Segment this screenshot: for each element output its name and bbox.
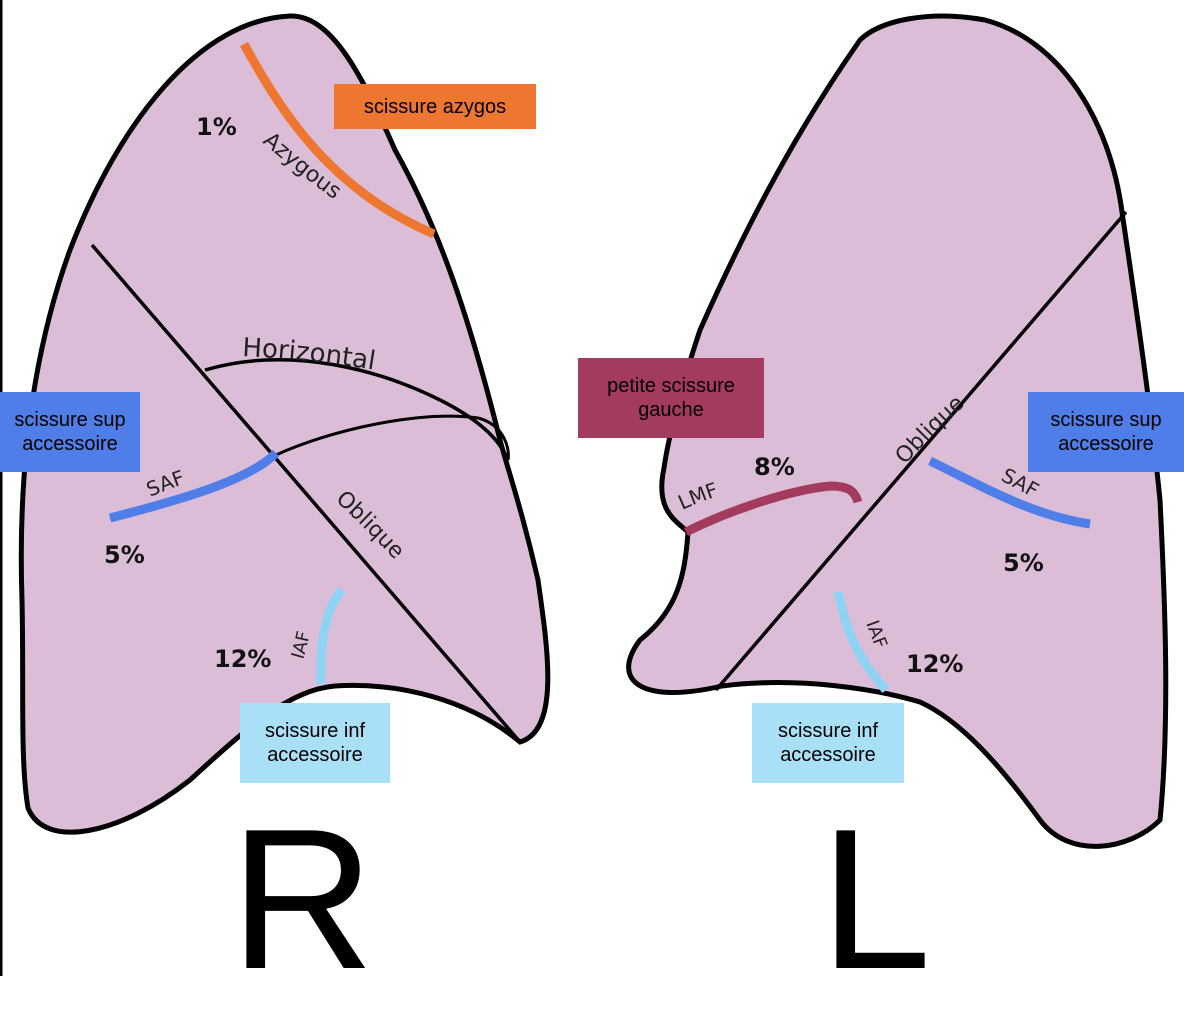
left-minor-fissure xyxy=(683,481,863,537)
right-iaf-percent: 12% xyxy=(214,645,271,673)
right-horizontal-fissure xyxy=(204,358,510,461)
right-horizontal-lower-curve xyxy=(275,414,510,461)
right-azygos-percent: 1% xyxy=(196,113,237,141)
right-inf-accessoire-callout: scissure inf accessoire xyxy=(240,703,390,783)
azygos-callout: scissure azygos xyxy=(334,84,536,129)
azygos-callout-text: scissure azygos xyxy=(363,95,507,118)
right-sup-accessoire-callout: scissure sup accessoire xyxy=(0,392,140,472)
diagram-canvas: Azygous Horizontal Oblique SAF IAF 1% 5%… xyxy=(0,0,1169,976)
left-sup-callout-line1: scissure sup xyxy=(1050,409,1162,431)
left-side-letter: L xyxy=(820,788,932,1011)
left-inf-callout-line2: accessoire xyxy=(780,744,876,766)
right-azygos-fissure xyxy=(240,41,436,239)
right-inf-callout-line2: accessoire xyxy=(267,744,363,766)
left-saf-percent: 5% xyxy=(1003,549,1044,577)
right-lung-outline xyxy=(18,13,551,835)
right-side-letter: R xyxy=(230,788,375,1011)
right-inferior-accessory-fissure xyxy=(316,587,346,685)
left-lung: Oblique LMF SAF IAF 8% 5% 12% xyxy=(626,13,1169,849)
right-superior-accessory-fissure xyxy=(108,449,280,523)
right-oblique-fissure xyxy=(90,243,522,744)
right-saf-percent: 5% xyxy=(104,541,145,569)
right-sup-callout-line1: scissure sup xyxy=(14,409,126,431)
right-inf-callout-line1: scissure inf xyxy=(264,720,366,742)
left-sup-accessoire-callout: scissure sup accessoire xyxy=(1028,392,1184,472)
left-inf-accessoire-callout: scissure inf accessoire xyxy=(752,703,904,783)
left-superior-accessory-fissure xyxy=(928,456,1091,529)
left-minor-callout-line2: gauche xyxy=(638,399,704,421)
left-iaf-percent: 12% xyxy=(906,650,963,678)
right-lung: Azygous Horizontal Oblique SAF IAF 1% 5%… xyxy=(18,13,551,835)
right-sup-callout-line2: accessoire xyxy=(22,433,118,455)
left-inf-callout-line1: scissure inf xyxy=(777,720,879,742)
left-lmf-percent: 8% xyxy=(754,453,795,481)
left-oblique-fissure xyxy=(714,210,1128,692)
left-minor-callout: petite scissure gauche xyxy=(578,358,764,438)
left-minor-callout-line1: petite scissure xyxy=(607,375,735,397)
left-inferior-accessory-fissure xyxy=(833,590,890,694)
left-lung-outline xyxy=(626,13,1169,849)
left-sup-callout-line2: accessoire xyxy=(1058,433,1154,455)
